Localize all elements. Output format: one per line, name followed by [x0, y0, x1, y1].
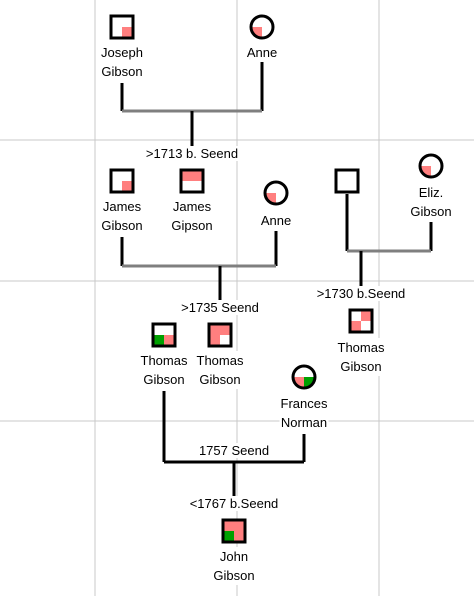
john-baptism-label: <1767 b.Seend	[188, 496, 280, 511]
thomas2-square-icon	[207, 322, 233, 348]
joseph-square-icon	[109, 14, 135, 40]
john-square-icon	[221, 518, 247, 544]
anne2-name-line: Anne	[260, 213, 292, 228]
james1-name-line: James	[102, 199, 142, 214]
person-symbols	[109, 14, 444, 544]
joseph-name-line: Gibson	[101, 64, 143, 79]
james2-baptism-label: >1713 b. Seend	[144, 146, 240, 161]
thomas3-baptism-label: >1730 b.Seend	[315, 286, 407, 301]
eliz-name-line: Eliz.	[418, 185, 444, 200]
james1-square-icon	[109, 168, 135, 194]
anne2-name-label: Anne	[259, 211, 293, 230]
thomas2-baptism-label: >1735 Seend	[180, 300, 260, 315]
frances-circle-icon	[291, 364, 317, 390]
eliz-name-label: Eliz. Gibson	[409, 183, 453, 221]
james2-square-icon	[179, 168, 205, 194]
thomas2-name-line: Gibson	[199, 372, 241, 387]
thomas3-square-icon	[348, 308, 374, 334]
thomas1-name-line: Gibson	[143, 372, 185, 387]
thomas1-name-line: Thomas	[140, 353, 188, 368]
anne1-circle-icon	[249, 14, 275, 40]
anne2-circle-icon	[263, 180, 289, 206]
james1-name-line: Gibson	[101, 218, 143, 233]
anne1-name-label: Anne	[245, 43, 279, 62]
james2-name-line: James	[172, 199, 212, 214]
john-name-line: John	[219, 549, 249, 564]
marriage-label: 1757 Seend	[197, 443, 271, 458]
james2-name-line: Gipson	[171, 218, 213, 233]
connectors	[120, 61, 433, 496]
thomas2-name-line: Thomas	[196, 353, 244, 368]
joseph-name-line: Joseph	[101, 45, 143, 60]
unknown_father-square-icon	[334, 168, 360, 194]
frances-name-line: Frances	[280, 396, 328, 411]
eliz-name-line: Gibson	[410, 204, 452, 219]
frances-name-line: Norman	[280, 415, 328, 430]
thomas3-name-line: Gibson	[340, 359, 382, 374]
anne1-name-line: Anne	[246, 45, 278, 60]
thomas3-name-line: Thomas	[337, 340, 385, 355]
eliz-circle-icon	[418, 153, 444, 179]
john-name-line: Gibson	[213, 568, 255, 583]
thomas1-square-icon	[151, 322, 177, 348]
